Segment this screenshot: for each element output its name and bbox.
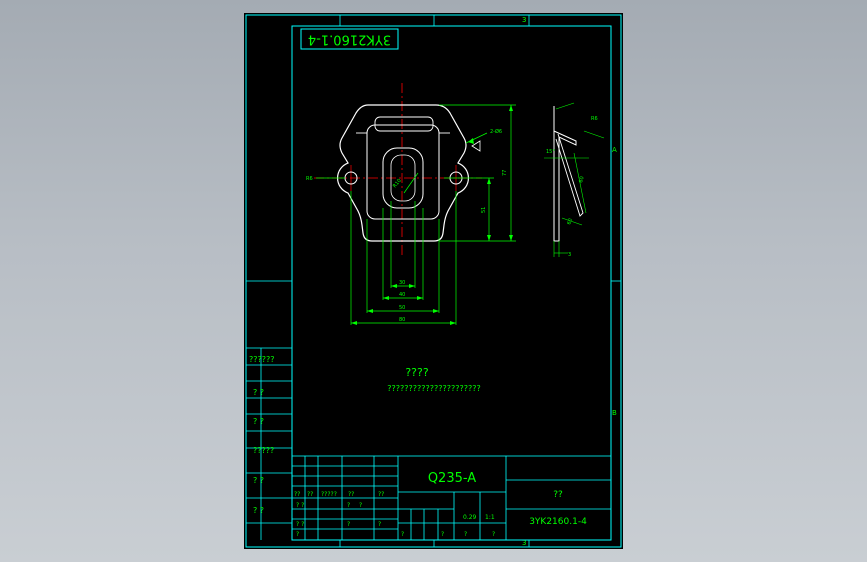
material-text: Q235-A xyxy=(428,471,476,486)
tb-misc-2: ? ? xyxy=(296,521,304,528)
left-label-2: ? ? xyxy=(253,388,264,397)
zone-number-bottom: 3 xyxy=(522,539,526,547)
dim-77: 77 xyxy=(502,170,508,176)
weight-value: 0.29 xyxy=(463,514,477,521)
drawing-sheet: A B 3 3 3YK2160.1-4 xyxy=(244,13,623,549)
tb-header-3: ????? xyxy=(321,491,337,498)
tb-small-2: ? xyxy=(359,502,362,509)
tb-misc-3: ? xyxy=(296,531,299,538)
title-block xyxy=(291,455,612,541)
outer-frame xyxy=(245,14,622,548)
zone-letter-a: A xyxy=(612,146,617,154)
side-dim-60a: 60 xyxy=(578,176,585,184)
tb-small-3: ? xyxy=(347,521,350,528)
left-label-1: ?????? xyxy=(249,355,274,364)
dim-r10: R10 xyxy=(392,178,403,189)
left-label-6: ? ? xyxy=(253,506,264,515)
tb-header-4: ?? xyxy=(348,491,354,498)
dim-50: 50 xyxy=(399,305,405,311)
inner-recess xyxy=(366,124,440,220)
center-slot xyxy=(382,147,424,209)
cad-drawing: A B 3 3 3YK2160.1-4 xyxy=(245,14,622,548)
left-label-4: ????? xyxy=(253,446,274,455)
dim-80: 80 xyxy=(399,317,405,323)
tb-small-4: ? xyxy=(378,521,381,528)
dim-51: 51 xyxy=(481,207,487,213)
front-dim-arrows xyxy=(351,105,513,325)
scale-value: 1:1 xyxy=(485,514,495,521)
tb-header-2: ?? xyxy=(307,491,313,498)
plate-outline xyxy=(336,104,470,242)
side-dim-60b: 60 xyxy=(566,218,574,226)
inner-frame xyxy=(291,25,612,541)
side-dim-angle: 15° xyxy=(546,149,555,155)
side-profile xyxy=(553,106,577,242)
side-view: R6 15° 60 60 3 xyxy=(544,102,605,258)
side-dim-3: 3 xyxy=(568,252,571,258)
rotated-number-box xyxy=(300,28,399,50)
tb-small-6: ? xyxy=(441,531,444,538)
zone-letter-b: B xyxy=(612,409,617,417)
left-label-5: ? ? xyxy=(253,476,264,485)
dim-r6: R6 xyxy=(306,176,313,182)
part-name: ?? xyxy=(553,490,563,500)
drawing-number: 3YK2160.1-4 xyxy=(529,517,587,527)
rotated-drawing-number: 3YK2160.1-4 xyxy=(308,32,391,47)
zone-number-top: 3 xyxy=(522,16,526,24)
side-dim-r6: R6 xyxy=(591,116,598,122)
dim-40: 40 xyxy=(399,292,405,298)
front-dimensions xyxy=(316,104,516,325)
tb-header-5: ?? xyxy=(378,491,384,498)
tb-misc-1: ? ? xyxy=(296,502,304,509)
dim-hole-callout: 2-Ø6 xyxy=(490,128,502,135)
left-block xyxy=(246,347,292,540)
tb-small-7: ? xyxy=(464,531,467,538)
notes-line: ?????????????????????? xyxy=(387,384,480,393)
tb-small-8: ? xyxy=(492,531,495,538)
tb-header-1: ?? xyxy=(294,491,300,498)
tb-small-1: ? xyxy=(347,502,350,509)
left-label-3: ? ? xyxy=(253,417,264,426)
front-view: 2-Ø6 R6 R10 77 51 30 40 50 80 xyxy=(306,83,516,325)
notes-title: ???? xyxy=(405,366,429,379)
tb-small-5: ? xyxy=(401,531,404,538)
dim-30: 30 xyxy=(399,280,405,286)
